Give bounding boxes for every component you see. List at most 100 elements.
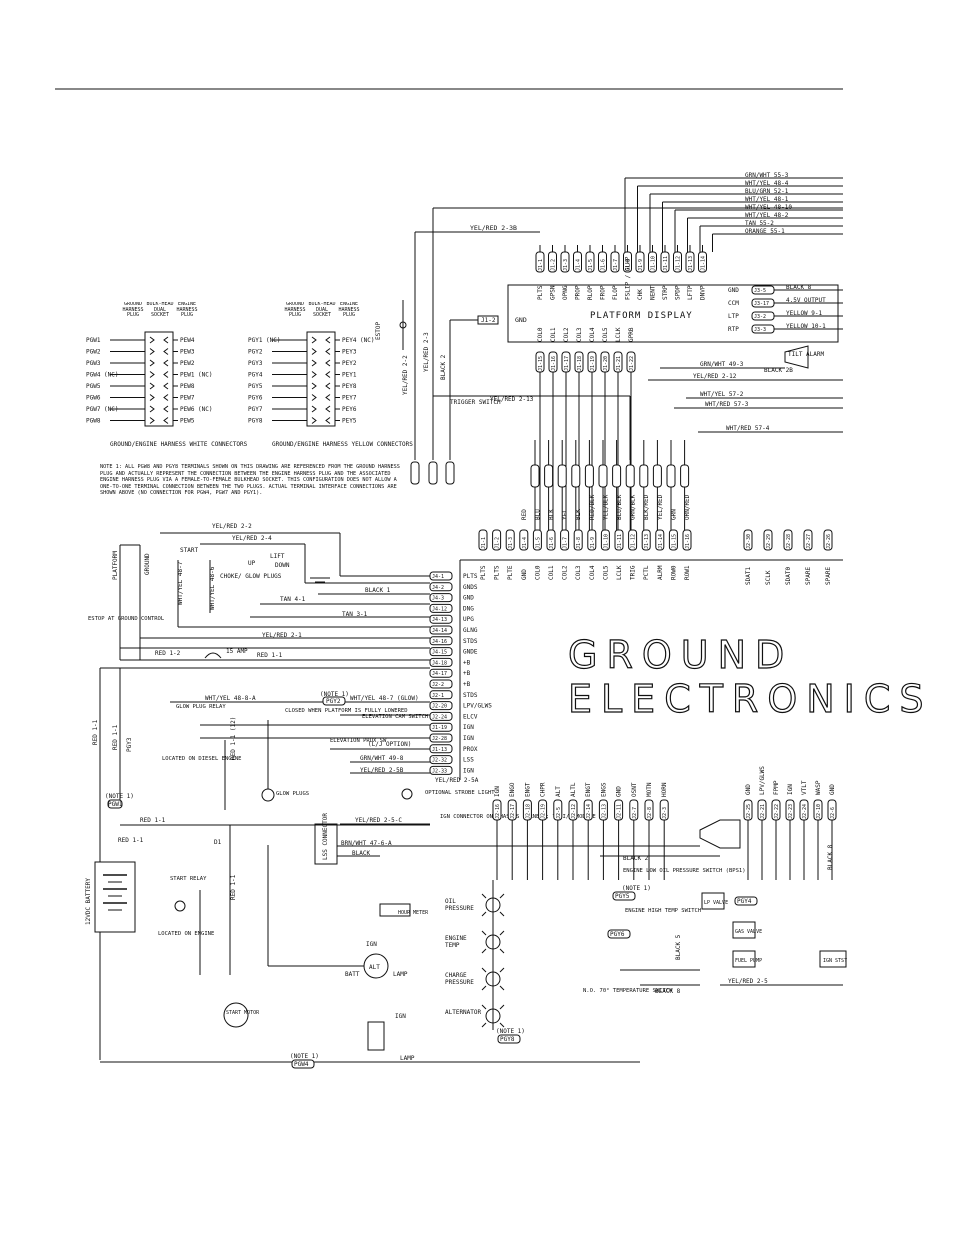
lss-connector-icon — [314, 823, 338, 865]
j4-pin-name: GND — [463, 595, 474, 602]
svg-text:J1-12: J1-12 — [676, 256, 682, 271]
svg-text:J1-6: J1-6 — [549, 537, 555, 549]
svg-text:IGN: IGN — [366, 941, 377, 948]
svg-text:YEL/RED 2-5B: YEL/RED 2-5B — [360, 767, 404, 774]
bottom-pin-name: IGN — [494, 786, 501, 797]
ground-pin-row: J1-1PLTSJ1-2PLTSJ1-3PLTEREDJ1-4GNDBLUJ1-… — [478, 494, 833, 585]
svg-text:J1-9: J1-9 — [590, 537, 596, 549]
ground-pin: J1-4 — [519, 529, 529, 551]
svg-text:YEL/RED 2-4: YEL/RED 2-4 — [232, 535, 272, 542]
pd-row-pin: J1-17 — [561, 351, 571, 373]
svg-text:J1-4: J1-4 — [576, 259, 582, 271]
pd-row-pin-name: COL0 — [537, 327, 544, 342]
note-1: NOTE 1: ALL PGW8 AND PGY8 TERMINALS SHOW… — [100, 464, 400, 496]
svg-text:J2-22: J2-22 — [774, 804, 780, 819]
ign-switch-icon — [367, 1021, 385, 1051]
top-wire-label: BLU/GRN 52-1 — [745, 188, 789, 195]
j4-pin: J2-1 — [429, 690, 453, 700]
svg-text:WHT/YEL 48-6: WHT/YEL 48-6 — [209, 566, 216, 610]
top-left-wire-label: YEL/RED 2-3B — [470, 224, 517, 232]
bottom-pin-name: MOTN — [646, 782, 653, 797]
ground-pin-name: PLTS — [494, 565, 501, 580]
pd-top-pin: J1-10 — [648, 251, 657, 273]
svg-text:J2-14: J2-14 — [586, 804, 592, 819]
ground-pin: J1-7 — [560, 529, 570, 551]
conn-right: PEY4 (NC) — [342, 337, 375, 344]
strobe-light-icon — [401, 788, 413, 800]
svg-text:J1-11: J1-11 — [617, 534, 623, 549]
gauge-label: OIL — [445, 898, 456, 905]
svg-text:J2-27: J2-27 — [806, 534, 812, 549]
bottom-pin: J2-3 — [659, 799, 669, 821]
pd-top-pin-name: GPSN — [550, 285, 557, 300]
svg-text:BLACK: BLACK — [352, 850, 370, 857]
top-wire-label: WHT/YEL 48-4 — [745, 180, 789, 187]
top-wire-label: GRN/WHT 55-3 — [745, 172, 789, 179]
title-line2: ELECTRONICS — [568, 677, 933, 721]
pd-row-pin-name: COL2 — [563, 327, 570, 342]
pd-right-pin: J3-3 — [751, 324, 775, 334]
j4-pin: J2-2 — [429, 679, 453, 689]
top-wire-label: WHT/YEL 48-2 — [745, 212, 789, 219]
j4-pin: J1-13 — [429, 744, 453, 754]
j4-pin-name: ELCV — [463, 713, 478, 720]
bottom-pin: J2-7 — [629, 799, 639, 821]
ground-pin: J1-16 — [682, 529, 692, 551]
pd-top-pin: J1-4 — [573, 251, 582, 273]
pd-top-pin: J1-5 — [585, 251, 595, 273]
svg-text:J1-12: J1-12 — [631, 534, 637, 549]
svg-text:ESTOP AT GROUND CONTROL: ESTOP AT GROUND CONTROL — [88, 616, 165, 622]
svg-text:(NOTE 1): (NOTE 1) — [105, 793, 134, 800]
svg-text:ELEVATION CAM SWITCH: ELEVATION CAM SWITCH — [362, 714, 428, 720]
conn-header: GROUND HARNESS PLUG — [284, 302, 306, 319]
svg-text:(NOTE 1): (NOTE 1) — [290, 1053, 319, 1060]
conn-right: PEW4 — [180, 337, 195, 344]
lower-left-circuit: RED 1-1 RED 1-1 PGY3 WHT/YEL 48-8-A (NOT… — [85, 667, 700, 1069]
top-wire-label: WHT/YEL 48-1 — [745, 196, 789, 203]
svg-text:J1-14: J1-14 — [701, 256, 707, 271]
ground-pin-name: ROW0 — [670, 565, 677, 580]
conn-left: PGY2 — [248, 349, 263, 356]
bottom-pin-name: ENGS — [600, 782, 607, 797]
svg-text:J2-28: J2-28 — [432, 736, 447, 742]
svg-text:CLOSED WHEN PLATFORM IS FULLY: CLOSED WHEN PLATFORM IS FULLY LOWERED — [285, 708, 408, 714]
svg-text:PLATFORM: PLATFORM — [112, 551, 119, 580]
svg-text:RED 1-2: RED 1-2 — [155, 650, 181, 657]
ground-control-block: PLATFORM GROUND START CHOKE/ GLOW PLUGS … — [88, 523, 430, 661]
conn-right: PEW7 — [180, 395, 195, 402]
svg-text:RED 1-1: RED 1-1 — [112, 724, 119, 750]
bottom-pin: J2-17 — [507, 799, 517, 821]
ground-pin-right: J2-26 — [823, 529, 833, 551]
svg-text:BLACK 1: BLACK 1 — [365, 587, 391, 594]
svg-text:BLACK 2: BLACK 2 — [440, 354, 447, 380]
bottom-right-pin-name: WASP — [815, 780, 822, 795]
j4-pin-name: STDS — [463, 638, 478, 645]
svg-text:IGN STST: IGN STST — [823, 958, 847, 964]
svg-text:RED 1-1: RED 1-1 — [257, 652, 283, 659]
j4-pin: J4-14 — [429, 625, 453, 635]
ground-pin-right-name: SDAT0 — [785, 567, 792, 585]
svg-text:PGY2: PGY2 — [326, 698, 341, 705]
svg-text:WHT/YEL 48-8-A: WHT/YEL 48-8-A — [205, 695, 256, 702]
ground-pin-wire: YEL/BLK — [602, 494, 609, 520]
pd-top-pin-name: FSLIP / GLHP — [625, 256, 632, 300]
pd-top-pin: J1-14 — [698, 251, 707, 273]
ground-pin: J1-11 — [614, 529, 624, 551]
conn-right: PEW3 — [180, 349, 195, 356]
ground-pin-name: ROW1 — [684, 565, 691, 580]
j4-pin: J2-20 — [429, 701, 453, 711]
svg-text:J2-26: J2-26 — [826, 534, 832, 549]
pd-row-pin: J1-22 — [626, 351, 636, 373]
svg-text:YEL/RED 2-13: YEL/RED 2-13 — [490, 396, 534, 403]
j4-pin: J2-32 — [429, 755, 453, 765]
svg-text:START: START — [180, 547, 198, 554]
bottom-pin-name: OSNT — [631, 782, 638, 797]
platform-display-row-pins: COL0J1-15COL1J1-16COL2J1-17COL3J1-18COL4… — [535, 327, 636, 530]
svg-text:J1-3: J1-3 — [563, 259, 569, 271]
j4-pin: J4-1 — [429, 571, 453, 581]
svg-text:YEL/RED 2-12: YEL/RED 2-12 — [693, 373, 737, 380]
ground-pin: J1-5 — [532, 529, 542, 551]
svg-text:BATT: BATT — [345, 971, 360, 978]
j4-pin-name: UPG — [463, 616, 474, 623]
bottom-pin: J2-14 — [583, 799, 593, 821]
